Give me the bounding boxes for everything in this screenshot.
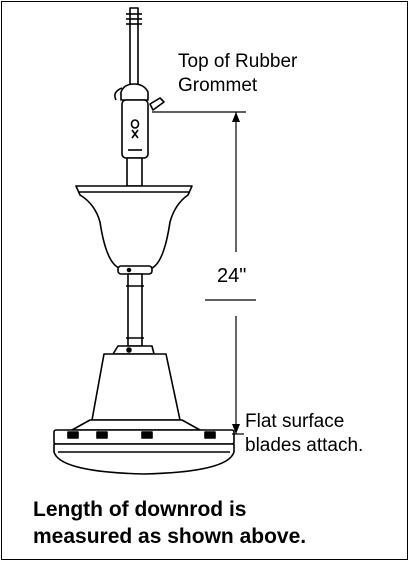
blade-plate-and-bowl (53, 429, 235, 475)
caption: Length of downrod is measured as shown a… (33, 496, 403, 550)
dimension-arrows (232, 112, 240, 434)
arrow-down-icon (232, 424, 240, 434)
label-top-of-grommet: Top of Rubber Grommet (178, 50, 297, 98)
label-top-line2: Grommet (178, 75, 258, 96)
label-top-line1: Top of Rubber (178, 51, 298, 72)
downrod-upper (126, 157, 143, 187)
caption-line2: measured as shown above. (33, 525, 307, 548)
hanger-grommet (114, 83, 165, 159)
measurement-lines (152, 111, 256, 435)
threaded-rod (126, 7, 142, 91)
label-flat-surface: Flat surface blades attach. (245, 410, 363, 458)
caption-line1: Length of downrod is (33, 498, 247, 521)
arrow-up-icon (232, 112, 240, 122)
motor-housing (71, 345, 201, 431)
canopy (75, 185, 193, 275)
label-flat-line2: blades attach. (245, 435, 364, 456)
label-flat-line1: Flat surface (245, 411, 345, 432)
label-dimension: 24" (217, 265, 247, 287)
downrod-lower (126, 273, 144, 347)
